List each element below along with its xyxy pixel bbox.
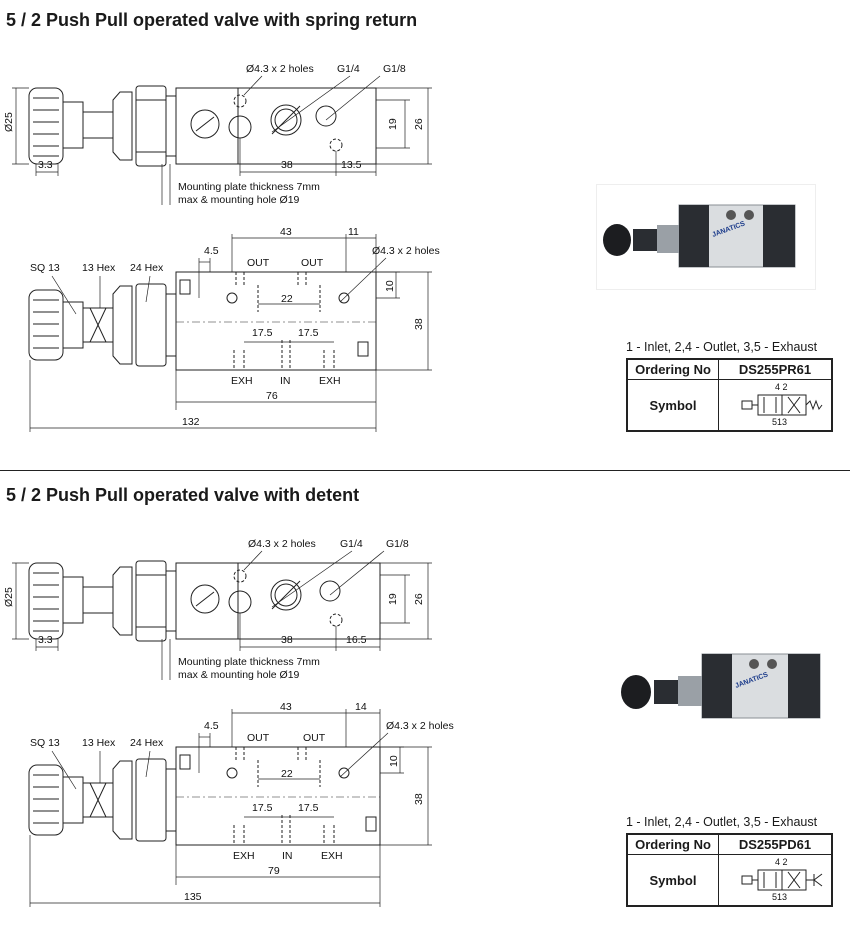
port-legend: 1 - Inlet, 2,4 - Outlet, 3,5 - Exhaust — [626, 815, 818, 829]
diameter-label: Ø25 — [3, 112, 15, 132]
pneumatic-symbol-icon: 4 2 513 — [741, 857, 823, 902]
dim-4-5: 4.5 — [204, 245, 219, 257]
pneumatic-symbol-icon: 4 2 513 — [741, 382, 823, 427]
dim-4-5: 4.5 — [204, 720, 219, 732]
symbol-ports-top: 4 2 — [775, 382, 788, 392]
valve-symbol: 4 2 513 — [718, 854, 833, 907]
symbol-ports-top: 4 2 — [775, 857, 788, 867]
exh-port-label: EXH — [319, 375, 341, 387]
dim-17-5: 17.5 — [298, 802, 319, 814]
port-g18-label: G1/8 — [386, 538, 409, 550]
symbol-label: Symbol — [626, 854, 719, 907]
dim-22: 22 — [281, 768, 293, 780]
mounting-note: Mounting plate thickness 7mm — [178, 181, 320, 193]
ordering-no-header: Ordering No — [626, 833, 719, 855]
holes-label: Ø4.3 x 2 holes — [386, 720, 454, 732]
offset-dim: 13.5 — [341, 159, 362, 171]
symbol-ports-bottom: 513 — [772, 892, 787, 902]
hex13-label: 13 Hex — [82, 262, 116, 274]
out-port-label: OUT — [247, 257, 270, 269]
exh-port-label: EXH — [233, 850, 255, 862]
height-dim-26: 26 — [413, 118, 425, 130]
knob-side — [28, 758, 177, 842]
sq13-label: SQ 13 — [30, 262, 60, 274]
hex13-label: 13 Hex — [82, 737, 116, 749]
dim-43: 43 — [280, 701, 292, 713]
exh-port-label: EXH — [231, 375, 253, 387]
knob-side — [28, 283, 177, 367]
ordering-no-header: Ordering No — [626, 358, 719, 380]
section-divider — [0, 470, 850, 471]
valve-technical-drawing: Ø4.3 x 2 holes G1/4 G1/8 Ø25 3.3 38 13.5… — [3, 63, 440, 432]
dim-right: 14 — [355, 701, 367, 713]
ordering-no-value: DS255PD61 — [718, 833, 833, 855]
height-dim-19: 19 — [387, 118, 399, 130]
knob-dim: 3.3 — [38, 634, 53, 646]
in-port-label: IN — [280, 375, 291, 387]
symbol-ports-bottom: 513 — [772, 417, 787, 427]
symbol-label: Symbol — [626, 379, 719, 432]
dimension-lines-top — [12, 75, 432, 205]
out-port-label: OUT — [301, 257, 324, 269]
dim-43: 43 — [280, 226, 292, 238]
hex24-label: 24 Hex — [130, 737, 164, 749]
port-legend: 1 - Inlet, 2,4 - Outlet, 3,5 - Exhaust — [626, 340, 818, 354]
holes-label: Ø4.3 x 2 holes — [372, 245, 440, 257]
diameter-label: Ø25 — [3, 587, 15, 607]
mounting-note: max & mounting hole Ø19 — [178, 669, 300, 681]
dim-17-5: 17.5 — [298, 327, 319, 339]
height-dim-26: 26 — [413, 593, 425, 605]
sq13-label: SQ 13 — [30, 737, 60, 749]
ordering-no-value: DS255PR61 — [718, 358, 833, 380]
in-port-label: IN — [282, 850, 293, 862]
dim-38: 38 — [413, 318, 425, 330]
holes-label: Ø4.3 x 2 holes — [248, 538, 316, 550]
exh-port-label: EXH — [321, 850, 343, 862]
ordering-table: Ordering No DS255PR61 Symbol 4 2 513 — [626, 358, 833, 432]
product-photo: JANATICS — [612, 636, 834, 744]
dim-17-5: 17.5 — [252, 327, 273, 339]
valve-technical-drawing: Ø4.3 x 2 holes G1/4 G1/8 Ø25 3.3 38 16.5… — [3, 538, 454, 907]
knob-dim: 3.3 — [38, 159, 53, 171]
ordering-table: Ordering No DS255PD61 Symbol 4 2 513 — [626, 833, 833, 907]
valve-symbol: 4 2 513 — [718, 379, 833, 432]
mounting-note: max & mounting hole Ø19 — [178, 194, 300, 206]
dim-right: 11 — [348, 226, 359, 238]
port-g14-label: G1/4 — [340, 538, 363, 550]
hex24-label: 24 Hex — [130, 262, 164, 274]
dim-10: 10 — [384, 280, 396, 292]
spacing-dim: 38 — [281, 634, 293, 646]
body-length-dim: 79 — [268, 865, 280, 877]
port-g14-label: G1/4 — [337, 63, 360, 75]
dimension-lines-side — [29, 234, 432, 432]
section-title: 5 / 2 Push Pull operated valve with dete… — [6, 485, 360, 505]
height-dim-19: 19 — [387, 593, 399, 605]
total-length-dim: 135 — [184, 891, 202, 903]
valve-body-side — [175, 746, 381, 846]
dim-22: 22 — [281, 293, 293, 305]
knob-top — [28, 85, 177, 167]
body-length-dim: 76 — [266, 390, 278, 402]
port-g18-label: G1/8 — [383, 63, 406, 75]
out-port-label: OUT — [303, 732, 326, 744]
out-port-label: OUT — [247, 732, 270, 744]
section-title: 5 / 2 Push Pull operated valve with spri… — [6, 10, 418, 30]
offset-dim: 16.5 — [346, 634, 367, 646]
product-photo: JANATICS — [596, 184, 816, 290]
dim-38: 38 — [413, 793, 425, 805]
valve-body-side — [175, 271, 377, 371]
dim-10: 10 — [388, 755, 400, 767]
dimension-lines-side — [29, 709, 432, 907]
knob-top — [28, 560, 177, 642]
mounting-note: Mounting plate thickness 7mm — [178, 656, 320, 668]
spacing-dim: 38 — [281, 159, 293, 171]
dimension-lines-top — [12, 550, 432, 680]
total-length-dim: 132 — [182, 416, 200, 428]
dim-17-5: 17.5 — [252, 802, 273, 814]
holes-label: Ø4.3 x 2 holes — [246, 63, 314, 75]
valve-body-top — [175, 562, 381, 640]
valve-body-top — [175, 87, 377, 165]
